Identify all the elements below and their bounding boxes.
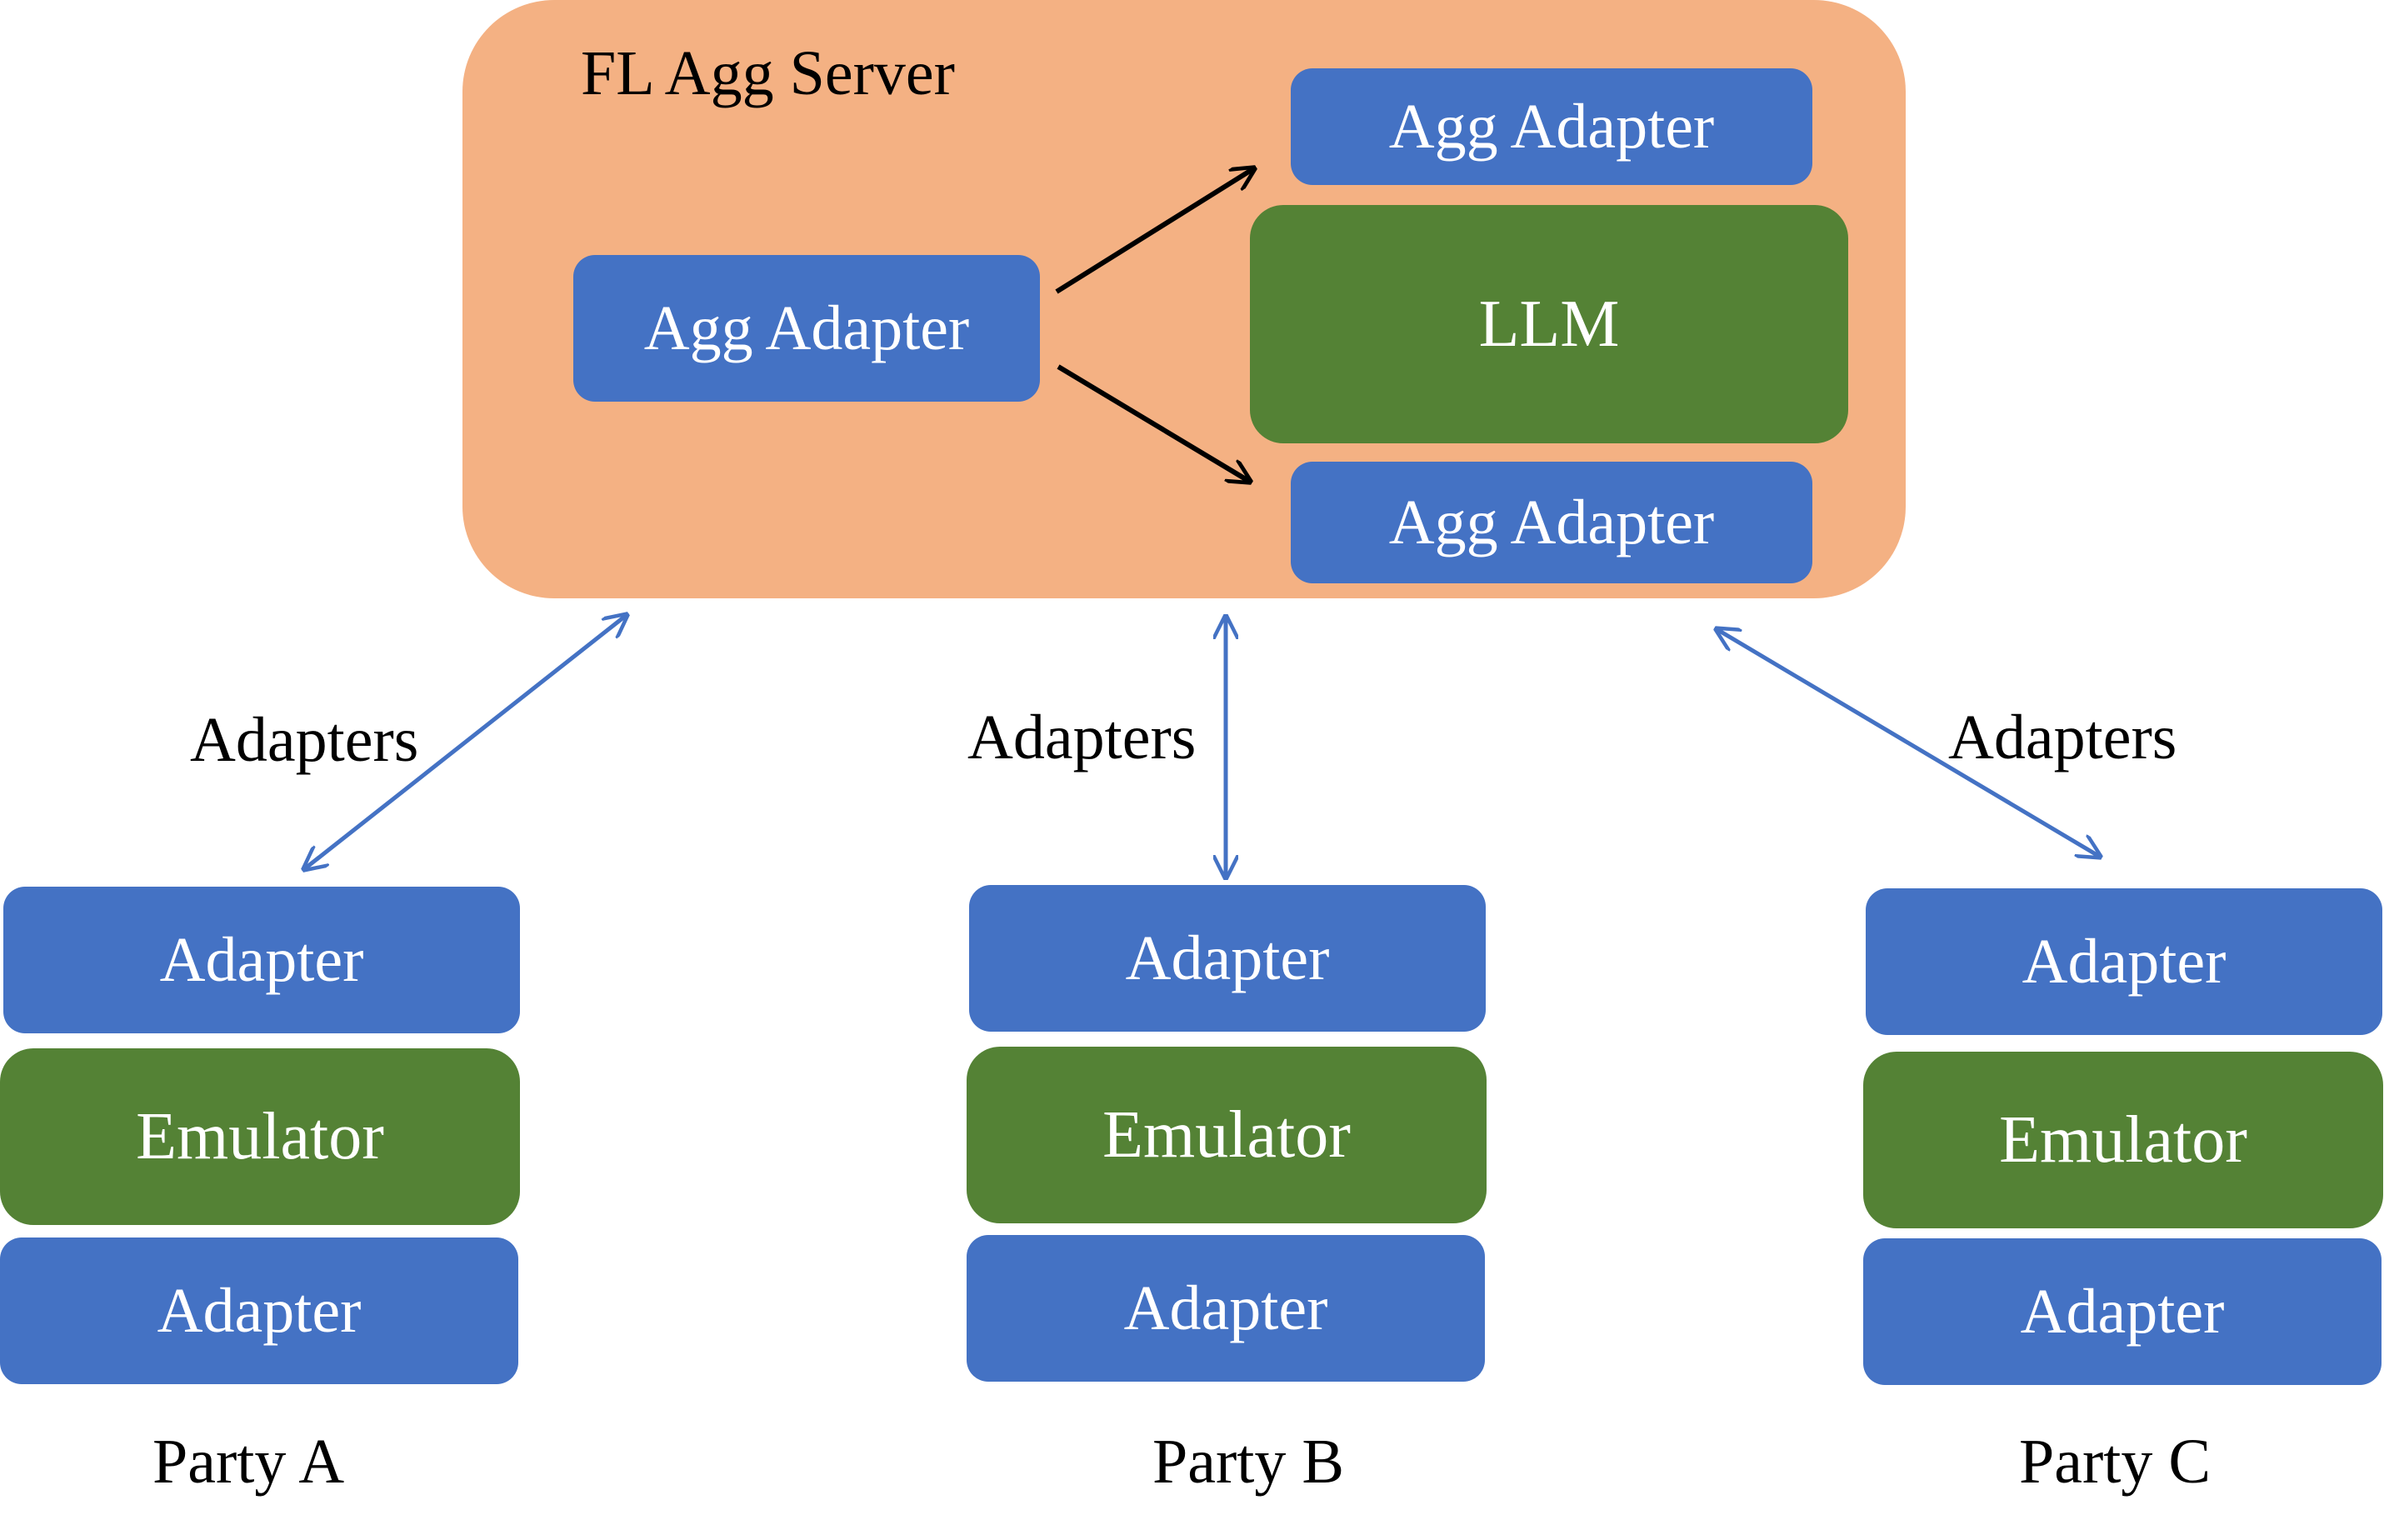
target-agg-adapter-bottom: Agg Adapter <box>1291 462 1812 583</box>
link-label-party-c: Adapters <box>1948 702 2177 772</box>
source-agg-adapter: Agg Adapter <box>573 255 1040 402</box>
arrow-to-top-adapter <box>1055 168 1254 294</box>
party-b-top-adapter: Adapter <box>969 885 1486 1032</box>
party-a-top-adapter: Adapter <box>3 887 520 1033</box>
party-b-bottom-adapter: Adapter <box>967 1235 1485 1382</box>
party-c-top-adapter: Adapter <box>1866 888 2382 1035</box>
party-c-name: Party C <box>2019 1427 2212 1497</box>
arrow-to-bottom-adapter <box>1057 364 1250 482</box>
link-label-party-a: Adapters <box>190 705 419 775</box>
party-b-emulator: Emulator <box>967 1047 1487 1223</box>
link-label-party-b: Adapters <box>967 702 1197 772</box>
party-a-emulator: Emulator <box>0 1048 520 1225</box>
llm-block: LLM <box>1250 205 1848 443</box>
link-arrow-party-c <box>1717 629 2100 857</box>
party-a-bottom-adapter: Adapter <box>0 1238 518 1384</box>
target-agg-adapter-top: Agg Adapter <box>1291 68 1812 185</box>
party-b-name: Party B <box>1152 1427 1345 1497</box>
link-arrow-party-a <box>304 615 627 869</box>
party-a-name: Party A <box>152 1427 345 1497</box>
server-title: FL Agg Server <box>581 38 955 108</box>
party-c-bottom-adapter: Adapter <box>1863 1238 2382 1385</box>
party-c-emulator: Emulator <box>1863 1052 2383 1228</box>
